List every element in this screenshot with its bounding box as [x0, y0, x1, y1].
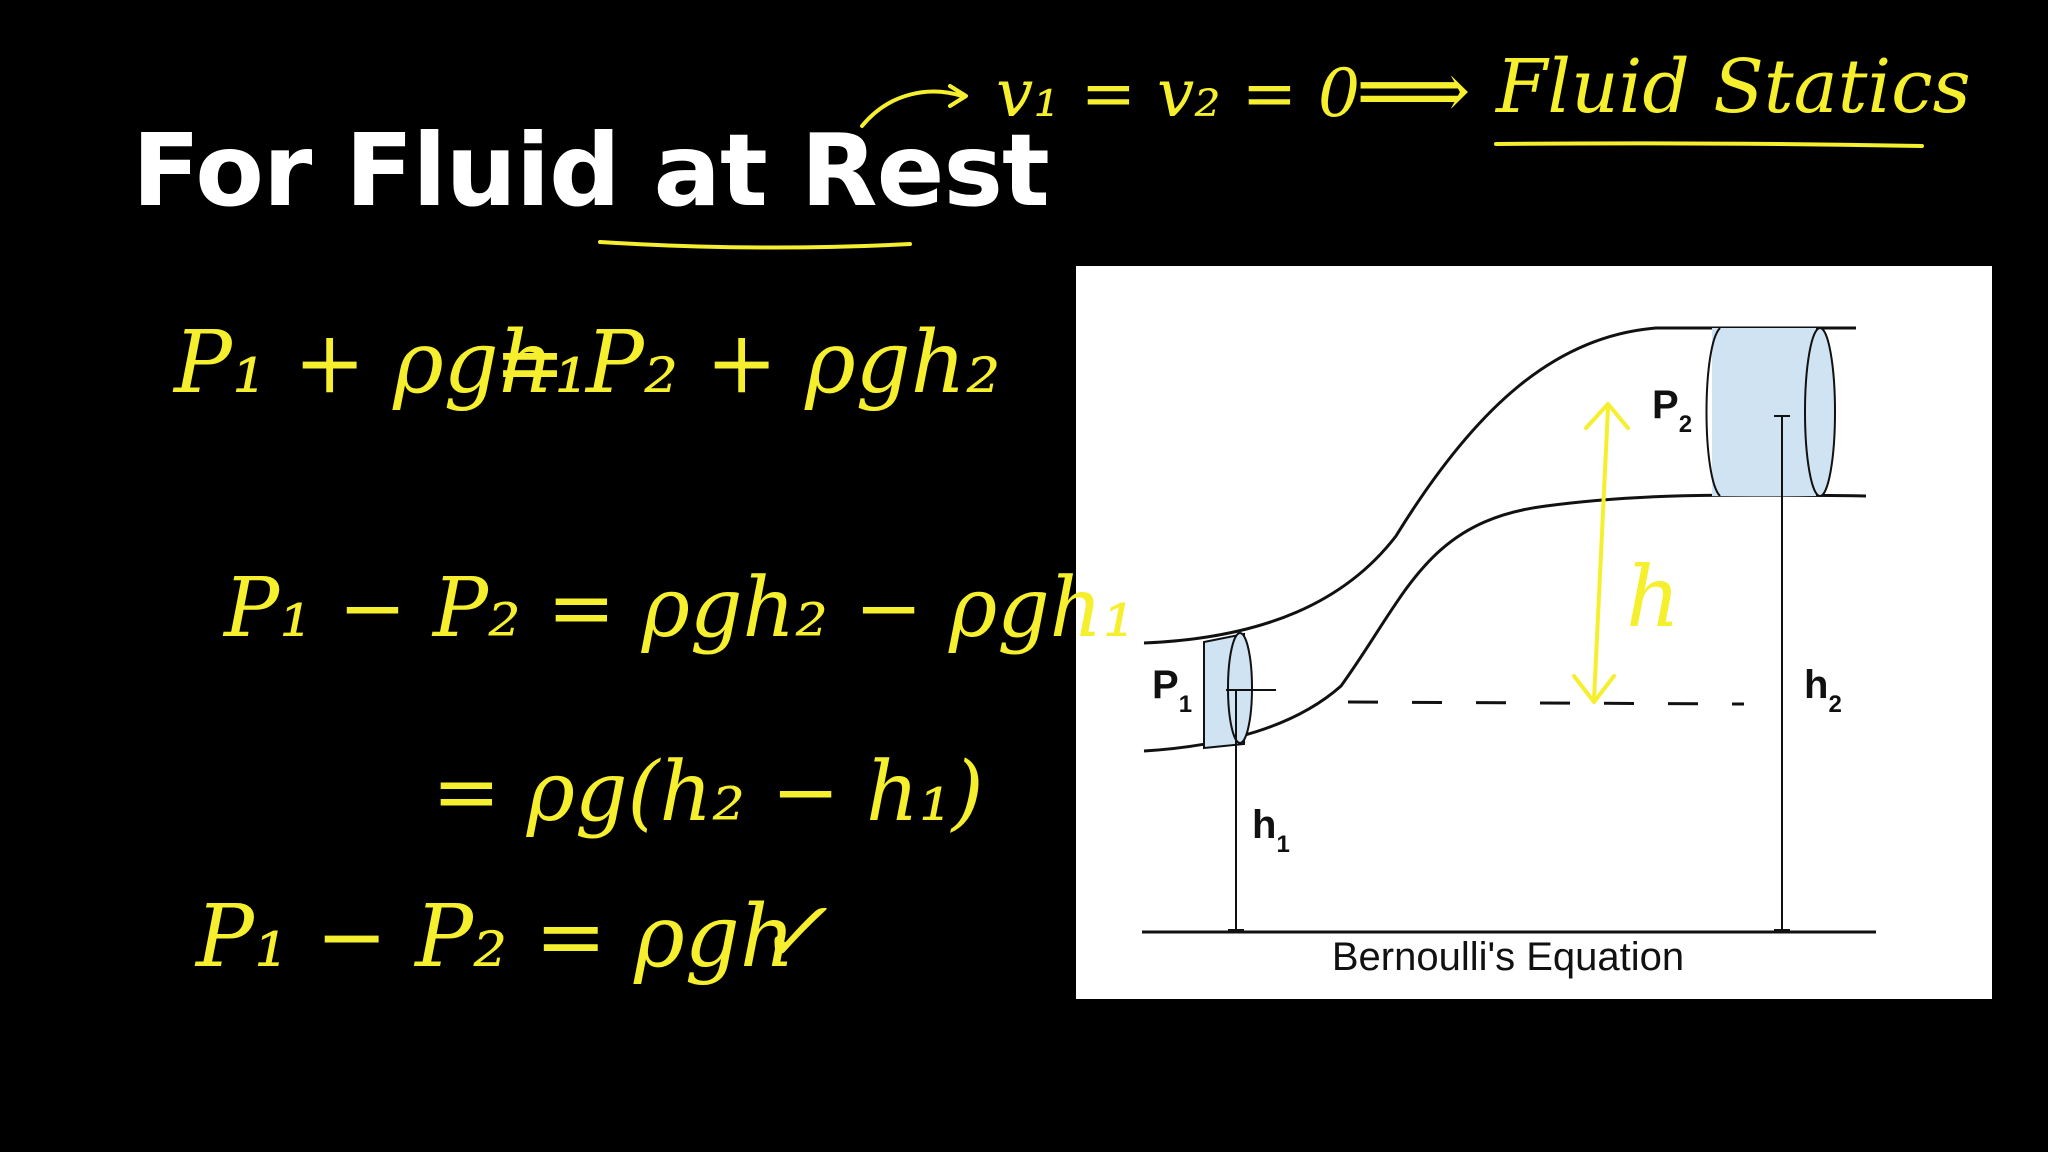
- equation-1-rhs: P₂ + ρgh₂: [584, 313, 1001, 413]
- h2-label: h2: [1804, 663, 1842, 718]
- h-label: h: [1626, 548, 1680, 646]
- title-underline: [598, 240, 912, 250]
- fluid-element-2-back: [1705, 327, 1721, 497]
- pipe-top-wall: [1143, 326, 1856, 645]
- h1-label: h1: [1252, 803, 1290, 858]
- bernoulli-figure: P1 P2 h1 h2 Bernoulli's Equation: [1076, 266, 1992, 999]
- fluid-element-2-end: [1804, 327, 1836, 497]
- implies-arrow-icon: ⟹: [1356, 44, 1471, 137]
- p2-label: P2: [1652, 383, 1692, 438]
- h-arrow-top-head-icon: [1584, 402, 1630, 430]
- p1-label: P1: [1152, 663, 1192, 718]
- equation-1-equals: =: [494, 313, 566, 413]
- h2-subscript: 2: [1828, 691, 1841, 718]
- pipe-bottom-wall: [1143, 493, 1867, 753]
- h-arrow-bottom-head-icon: [1572, 674, 1616, 704]
- slide-title: For Fluid at Rest: [132, 112, 1050, 229]
- equation-4: P₁ − P₂ = ρgh: [194, 887, 795, 987]
- equation-1-lhs: P₁ + ρgh₁: [172, 313, 589, 413]
- velocity-note: v₁ = v₂ = 0: [996, 55, 1360, 132]
- equation-2: P₁ − P₂ = ρgh₂ − ρgh₁: [222, 561, 1135, 656]
- p2-subscript: 2: [1679, 411, 1692, 438]
- title-text: For Fluid at Rest: [132, 112, 1050, 229]
- p1-subscript: 1: [1179, 691, 1192, 718]
- fluid-element-2: [1712, 328, 1816, 496]
- curved-arrow-head-icon: [948, 84, 968, 108]
- equation-3: = ρg(h₂ − h₁): [432, 745, 984, 840]
- h1-subscript: 1: [1276, 831, 1289, 858]
- fluid-statics-underline: [1494, 141, 1924, 148]
- h-arrow-line: [1592, 406, 1610, 702]
- dashed-reference-line: [1347, 700, 1745, 706]
- fluid-element-1-end: [1227, 632, 1253, 744]
- figure-caption: Bernoulli's Equation: [1332, 935, 1684, 979]
- fluid-statics-note: Fluid Statics: [1494, 44, 1971, 130]
- check-mark-icon: ✓: [756, 883, 828, 983]
- curved-arrow: [860, 89, 964, 128]
